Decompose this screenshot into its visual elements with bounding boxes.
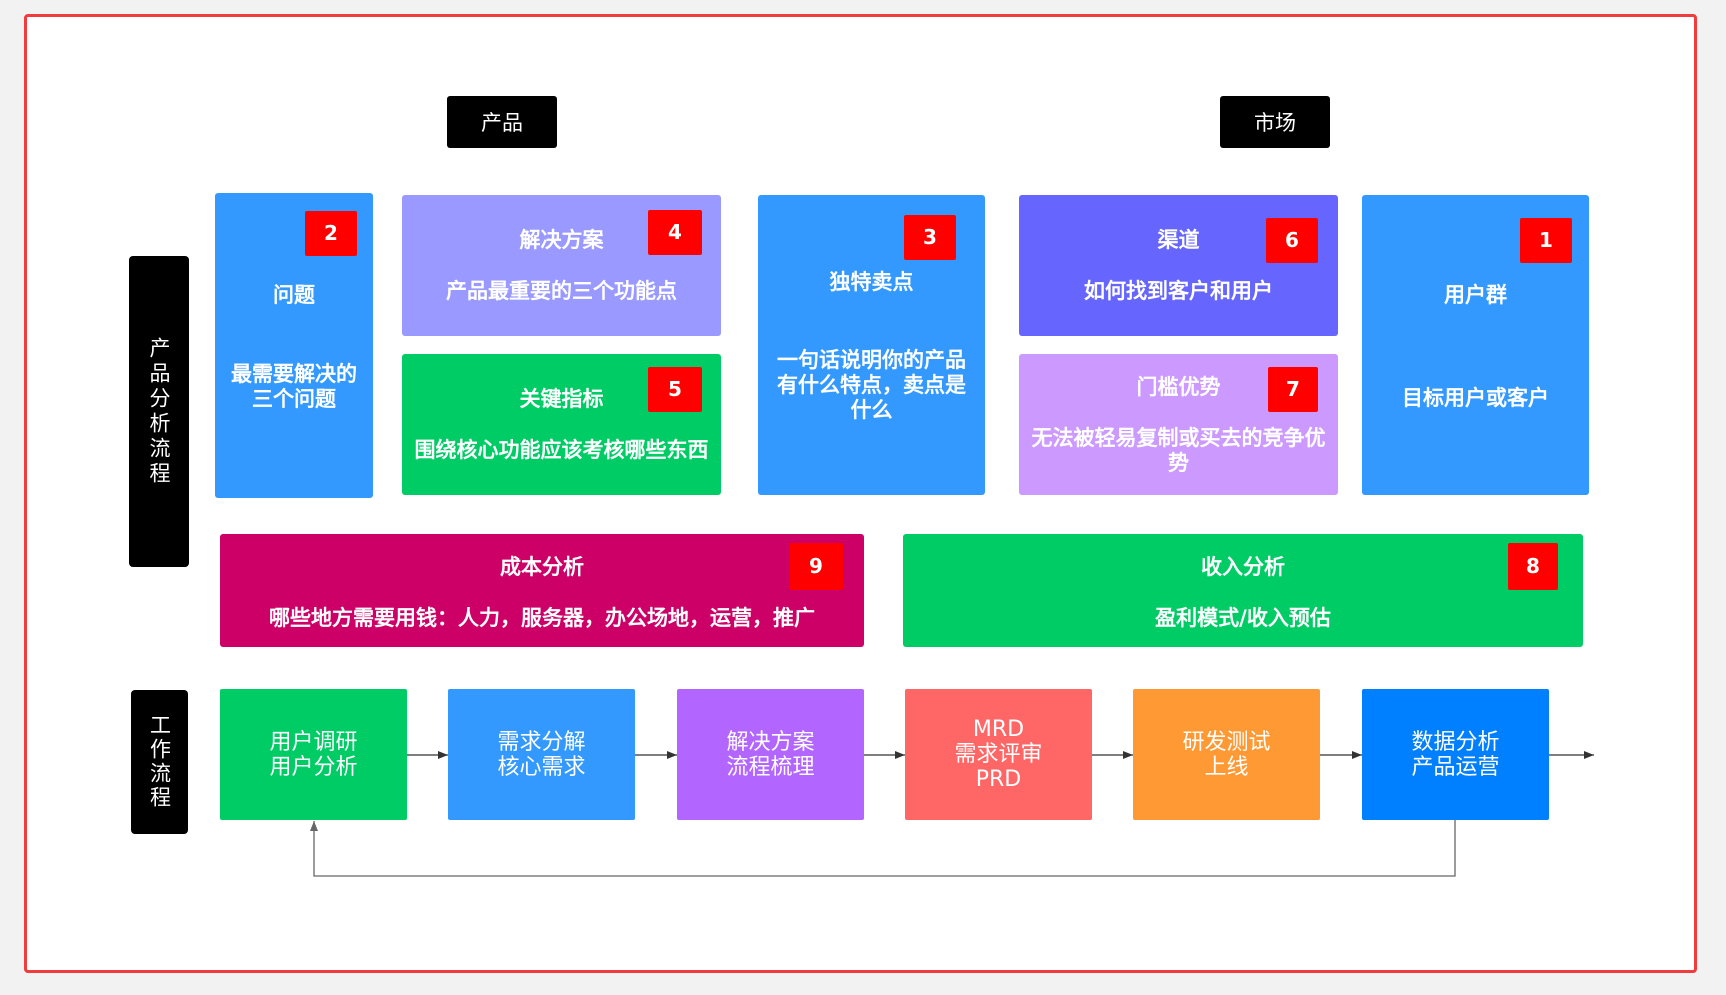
- workflow-step-line: 用户调研: [269, 729, 358, 755]
- unfair-advantage-desc: 无法被轻易复制或买去的竞争优势: [1031, 426, 1326, 475]
- customer-segments-card: 1 用户群 目标用户或客户: [1362, 195, 1589, 495]
- key-metrics-desc: 围绕核心功能应该考核哪些东西: [414, 438, 709, 462]
- workflow-step-review: MRD 需求评审 PRD: [905, 689, 1092, 820]
- analysis-side-label-text: 产品分析流程: [147, 336, 171, 487]
- workflow-step-line: 数据分析: [1411, 729, 1500, 755]
- usp-badge: 3: [904, 215, 956, 260]
- customer-segments-desc: 目标用户或客户: [1402, 386, 1549, 410]
- workflow-step-requirements: 需求分解 核心需求: [448, 689, 635, 820]
- usp-card: 3 独特卖点 一句话说明你的产品有什么特点，卖点是什么: [758, 195, 985, 495]
- product-header: 产品: [447, 96, 557, 148]
- problem-desc: 最需要解决的三个问题: [231, 362, 357, 411]
- cost-card: 9 成本分析 哪些地方需要用钱：人力，服务器，办公场地，运营，推广: [220, 534, 864, 647]
- market-header: 市场: [1220, 96, 1330, 148]
- customer-segments-badge: 1: [1520, 218, 1572, 263]
- problem-title: 问题: [273, 283, 315, 307]
- key-metrics-card: 5 关键指标 围绕核心功能应该考核哪些东西: [402, 354, 721, 495]
- analysis-side-label: 产品分析流程: [129, 256, 189, 567]
- workflow-step-operations: 数据分析 产品运营: [1362, 689, 1549, 820]
- revenue-card: 8 收入分析 盈利模式/收入预估: [903, 534, 1583, 647]
- revenue-badge: 8: [1508, 543, 1558, 590]
- channels-badge: 6: [1266, 218, 1318, 263]
- cost-title: 成本分析: [500, 555, 584, 579]
- workflow-step-dev-test: 研发测试 上线: [1133, 689, 1320, 820]
- workflow-step-line: 产品运营: [1411, 754, 1500, 780]
- workflow-step-line: 需求分解: [497, 729, 586, 755]
- workflow-step-line: MRD: [972, 717, 1025, 742]
- key-metrics-badge: 5: [648, 367, 702, 412]
- workflow-step-line: 上线: [1204, 754, 1249, 780]
- unfair-advantage-card: 7 门槛优势 无法被轻易复制或买去的竞争优势: [1019, 354, 1338, 495]
- solution-card: 4 解决方案 产品最重要的三个功能点: [402, 195, 721, 336]
- revenue-desc: 盈利模式/收入预估: [1155, 606, 1331, 630]
- channels-desc: 如何找到客户和用户: [1084, 279, 1273, 303]
- workflow-step-line: PRD: [975, 767, 1022, 792]
- channels-card: 6 渠道 如何找到客户和用户: [1019, 195, 1338, 336]
- workflow-step-line: 需求评审: [954, 742, 1043, 767]
- workflow-step-line: 流程梳理: [726, 754, 815, 780]
- workflow-step-line: 用户分析: [269, 754, 358, 780]
- cost-badge: 9: [789, 543, 843, 590]
- solution-title: 解决方案: [519, 228, 604, 252]
- customer-segments-title: 用户群: [1444, 283, 1507, 307]
- workflow-step-solution: 解决方案 流程梳理: [677, 689, 864, 820]
- problem-card: 2 问题 最需要解决的三个问题: [215, 193, 373, 498]
- usp-desc: 一句话说明你的产品有什么特点，卖点是什么: [777, 348, 966, 422]
- solution-badge: 4: [648, 210, 702, 255]
- unfair-advantage-badge: 7: [1268, 367, 1318, 412]
- solution-desc: 产品最重要的三个功能点: [446, 279, 677, 303]
- unfair-advantage-title: 门槛优势: [1136, 375, 1221, 399]
- cost-desc: 哪些地方需要用钱：人力，服务器，办公场地，运营，推广: [269, 606, 815, 630]
- workflow-step-line: 研发测试: [1182, 729, 1271, 755]
- workflow-step-user-research: 用户调研 用户分析: [220, 689, 407, 820]
- workflow-step-line: 解决方案: [726, 729, 815, 755]
- revenue-title: 收入分析: [1201, 555, 1285, 579]
- key-metrics-title: 关键指标: [519, 387, 604, 411]
- workflow-side-label: 工作流程: [131, 690, 188, 834]
- usp-title: 独特卖点: [829, 270, 914, 294]
- channels-title: 渠道: [1157, 228, 1200, 252]
- workflow-step-line: 核心需求: [497, 754, 586, 780]
- workflow-side-label-text: 工作流程: [147, 714, 172, 810]
- problem-badge: 2: [305, 211, 357, 256]
